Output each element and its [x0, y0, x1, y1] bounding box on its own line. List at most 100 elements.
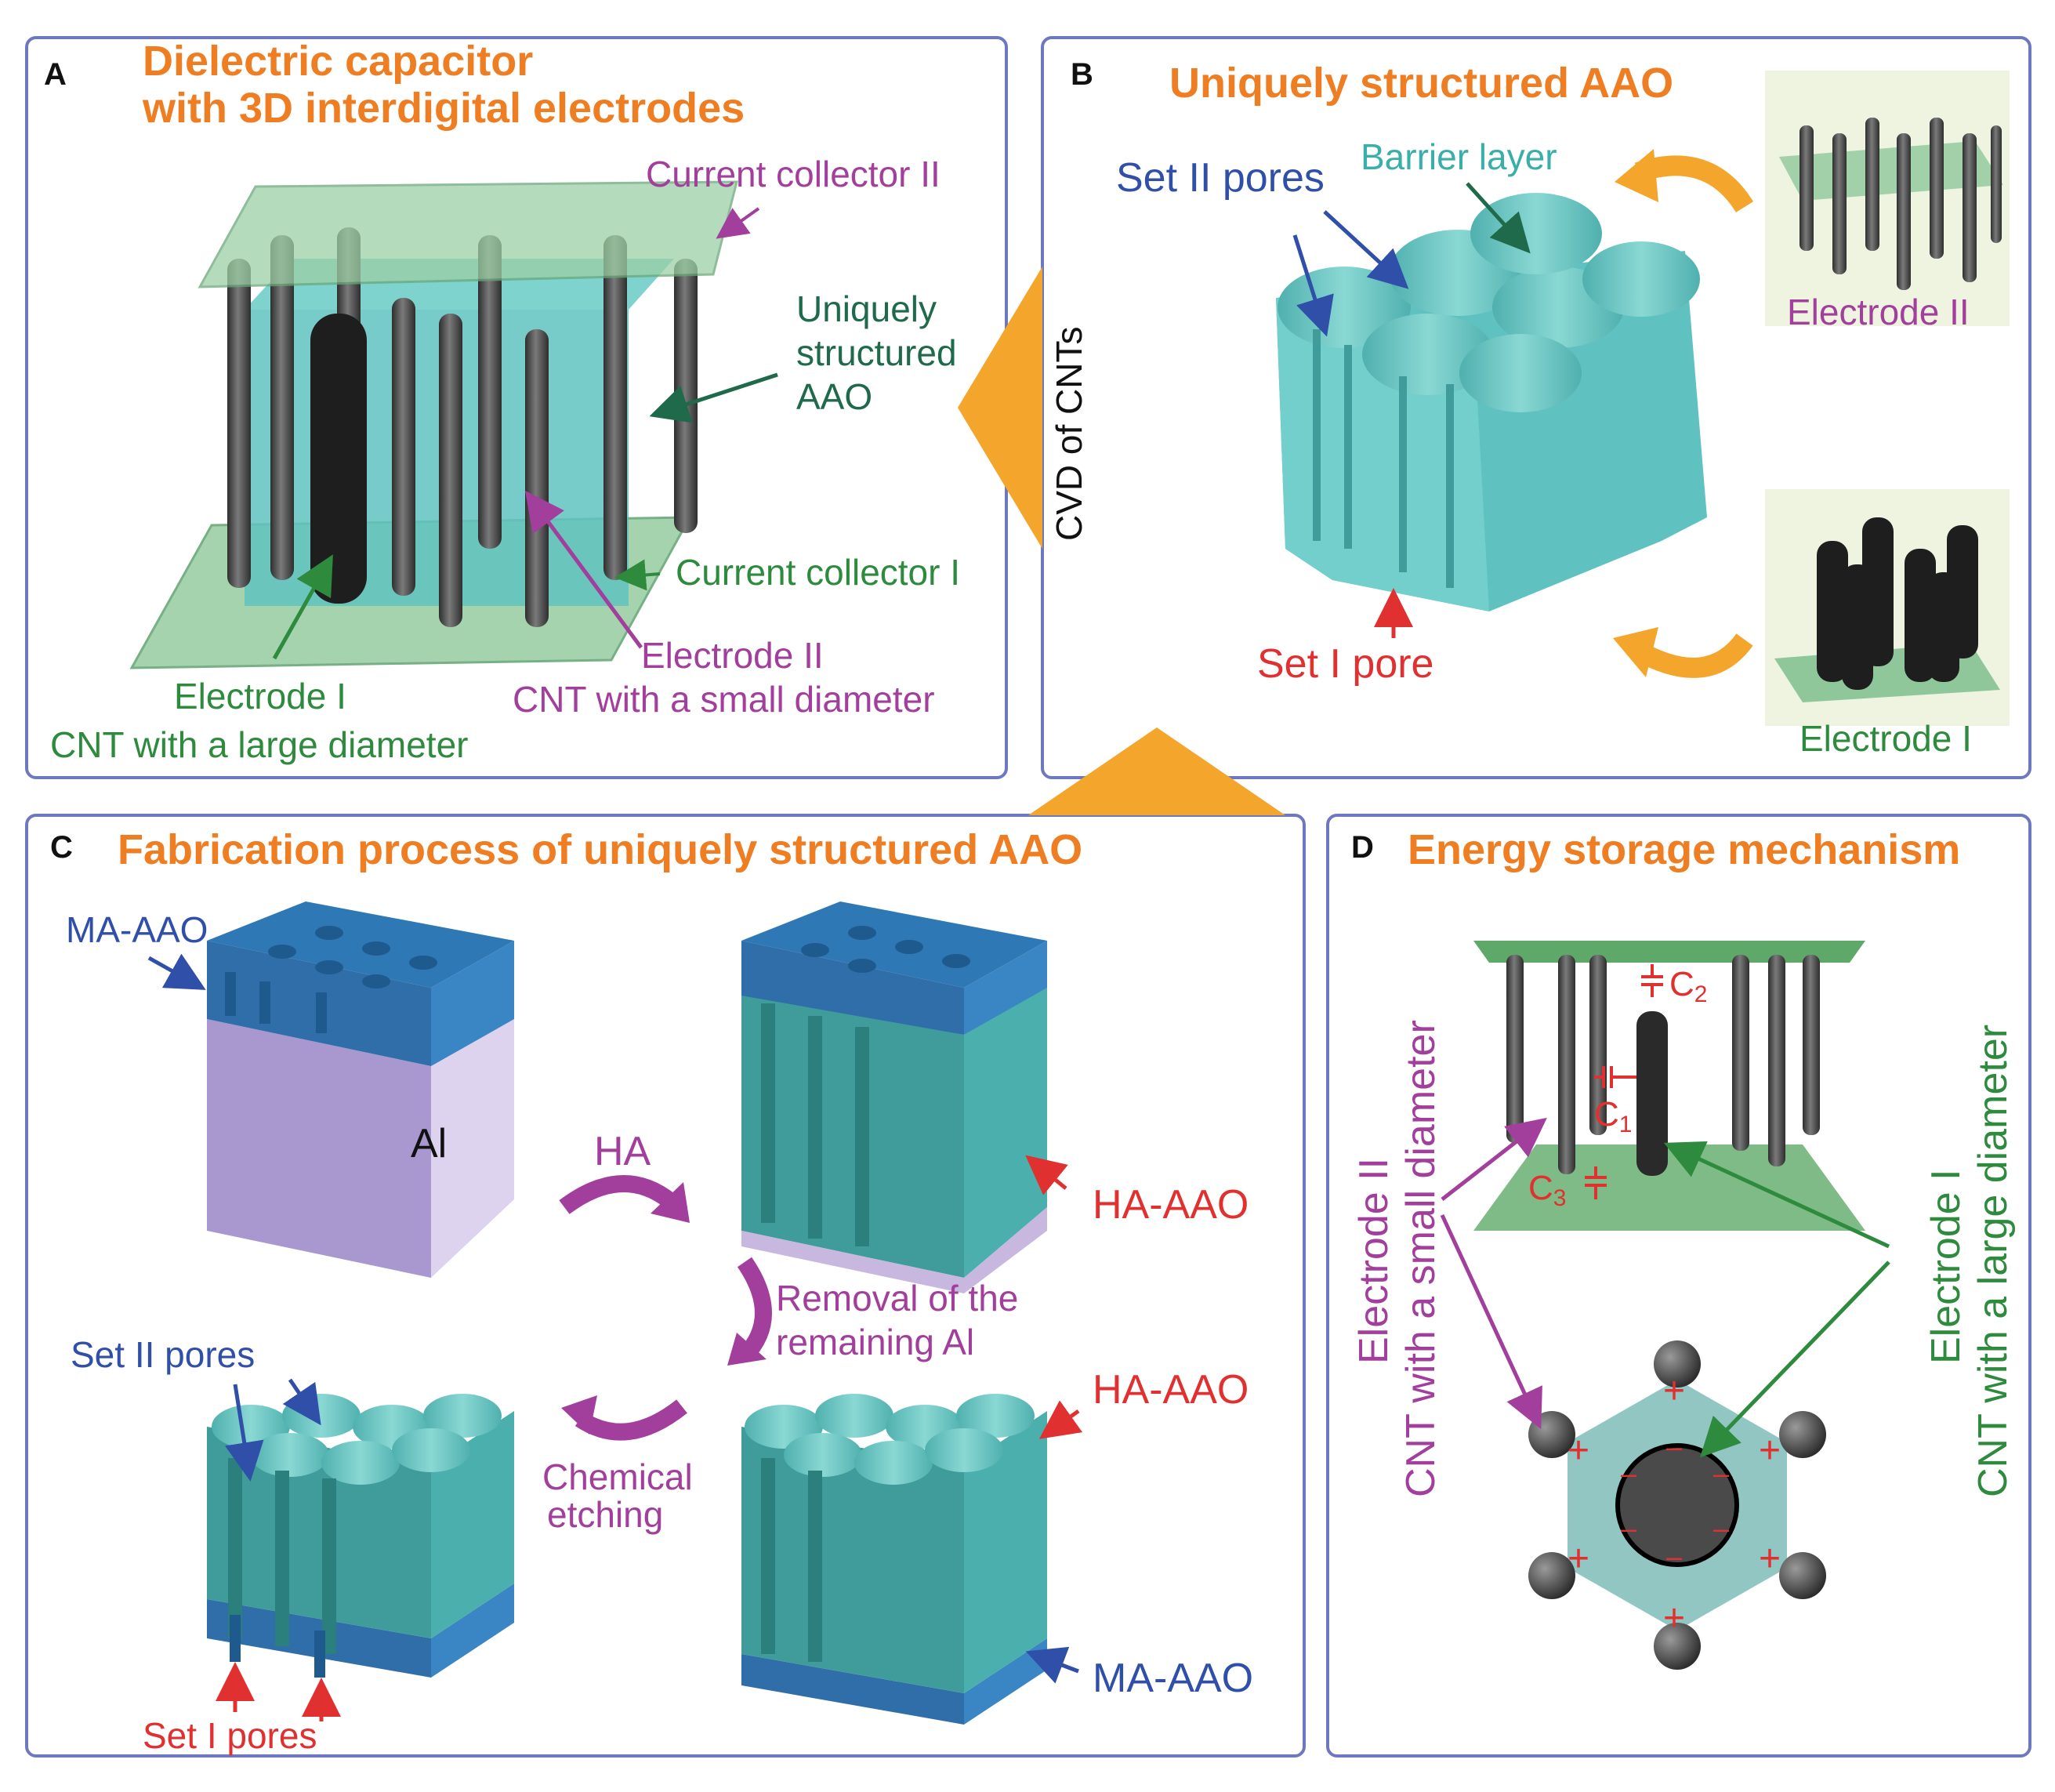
d-cnt-small — [1506, 955, 1524, 1143]
aao-dome-small — [815, 1394, 893, 1438]
panel-b: B Uniquely structured AAO Set II pores B… — [1071, 57, 2010, 759]
ha-label: HA — [594, 1129, 651, 1174]
d-electrode-2-arrow-top — [1441, 1117, 1547, 1201]
ha-arrow — [559, 1175, 683, 1214]
current-collector-2-label: Current collector II — [646, 154, 941, 194]
c2-subscript: 2 — [1694, 981, 1708, 1007]
d-electrode-2-line1: Electrode II — [1351, 1158, 1397, 1364]
panel-a: A Dielectric capacitor with 3D interdigi… — [44, 38, 960, 765]
current-collector-1-label: Current collector I — [676, 552, 960, 593]
panel-d-title: Energy storage mechanism — [1408, 826, 1960, 873]
aao-dome — [1459, 334, 1582, 412]
ma-aao-top-arrow — [147, 953, 206, 990]
aao-dome-small — [925, 1428, 1003, 1472]
current-collector-2-plate — [198, 180, 738, 288]
d-electrode-2-arrow-bottom — [1440, 1213, 1542, 1430]
ma-aao-side-2 — [964, 941, 1047, 1035]
block-ha-aao — [741, 901, 1047, 1293]
chemical-label-line1: Chemical — [542, 1456, 693, 1497]
set2-pores-arrow-2 — [1323, 210, 1409, 289]
d-electrode-1-arrow-bottom — [1700, 1261, 1890, 1458]
ball-cnt — [1654, 1340, 1701, 1388]
block-ha-aao-released — [741, 1394, 1047, 1725]
ha-aao-1-arrow — [1025, 1155, 1068, 1195]
cnt-small — [674, 259, 698, 533]
set1-pore-label: Set I pore — [1257, 641, 1433, 687]
c3-subscript: 3 — [1553, 1185, 1567, 1211]
pore-hole — [362, 974, 390, 989]
curved-arrow-electrode-1 — [1633, 633, 1753, 678]
ball-cnt — [1654, 1623, 1701, 1670]
aao-dome-small — [854, 1441, 933, 1485]
aao-dome-small — [423, 1394, 502, 1438]
inset-cnt-small — [1963, 133, 1977, 282]
capacitor-c3 — [1585, 1166, 1607, 1199]
d-electrode-2-line2: CNT with a small diameter — [1398, 1020, 1444, 1497]
inset-cnt-small — [1799, 125, 1814, 251]
pore-channel — [228, 1458, 336, 1654]
aao-dome — [1470, 193, 1602, 274]
panel-b-letter: B — [1071, 57, 1093, 92]
c2-label: C2 — [1669, 965, 1707, 1007]
capacitor-c1 — [1594, 1066, 1636, 1088]
panel-c-letter: C — [50, 830, 73, 865]
pore-hole — [409, 956, 437, 970]
ha-arrow-head — [651, 1182, 690, 1223]
plus-sign: + — [1568, 1538, 1589, 1580]
al-side — [431, 1003, 514, 1278]
c1-letter: C — [1594, 1095, 1619, 1134]
al-front — [207, 1019, 431, 1278]
c1-subscript: 1 — [1619, 1112, 1633, 1137]
ha-aao-side-3 — [964, 1411, 1047, 1693]
inset-cnt-small — [1991, 125, 2002, 243]
aao-dome-small — [392, 1428, 470, 1472]
minus-sign: – — [1713, 1457, 1729, 1489]
a-electrode-1-arrow — [272, 554, 333, 660]
pore-hole — [801, 943, 829, 957]
block-ma-aao-al — [207, 901, 514, 1278]
panel-a-title-line2: with 3D interdigital electrodes — [142, 85, 745, 132]
d-electrode-1-line2: CNT with a large diameter — [1970, 1025, 2016, 1497]
electrode-1-inset-cnts — [1817, 517, 1978, 690]
inset-cnt-small — [1865, 118, 1879, 251]
panel-c-title: Fabrication process of uniquely structur… — [118, 826, 1082, 873]
panel-c-border — [25, 814, 1306, 1758]
ball-cnt — [1779, 1552, 1826, 1599]
removal-label-line1: Removal of the — [776, 1278, 1018, 1319]
c-set2-pores-arrow-1 — [225, 1384, 264, 1482]
capacitor-c2 — [1641, 964, 1663, 997]
d-cnt-large — [1636, 1011, 1668, 1176]
inset-cnt-large — [1817, 541, 1848, 682]
ball-cnt — [1779, 1411, 1826, 1458]
ma-aao-bottom-arrow — [1025, 1646, 1079, 1684]
panel-b-title: Uniquely structured AAO — [1169, 60, 1673, 107]
b-electrode-2-label: Electrode II — [1787, 292, 1970, 332]
ha-aao-2-label: HA-AAO — [1093, 1367, 1249, 1413]
d-cnt-small — [1803, 955, 1820, 1135]
plus-sign: + — [1568, 1430, 1589, 1471]
ma-aao-bottom-side-4 — [431, 1583, 514, 1678]
aao-dome-small — [956, 1394, 1035, 1438]
current-collector-1-arrow — [614, 559, 661, 591]
minus-sign: – — [1621, 1512, 1636, 1544]
panel-d-border — [1326, 814, 2031, 1758]
aao-arrow — [649, 372, 778, 423]
ma-aao-front-2 — [741, 941, 964, 1035]
plus-sign: + — [1759, 1538, 1781, 1580]
d-cnt-small — [1558, 955, 1575, 1174]
a-electrode-2-desc: CNT with a small diameter — [513, 679, 935, 720]
inset-cnt-small — [1897, 133, 1911, 290]
removal-label-line2: remaining Al — [776, 1322, 974, 1362]
d-cnt-small — [1732, 955, 1749, 1151]
inset-cnt-large — [1842, 564, 1873, 690]
aao-dome-small — [251, 1433, 329, 1477]
ha-aao-front — [741, 988, 964, 1278]
inset-cnt-large — [1928, 572, 1959, 682]
pore-hole — [362, 941, 390, 956]
ha-aao-front-3 — [741, 1427, 964, 1693]
c3-label: C3 — [1528, 1169, 1566, 1211]
a-electrode-1-desc: CNT with a large diameter — [50, 724, 468, 765]
minus-sign: – — [1666, 1540, 1682, 1573]
al-label: Al — [411, 1121, 447, 1166]
cnt-small — [603, 235, 627, 580]
